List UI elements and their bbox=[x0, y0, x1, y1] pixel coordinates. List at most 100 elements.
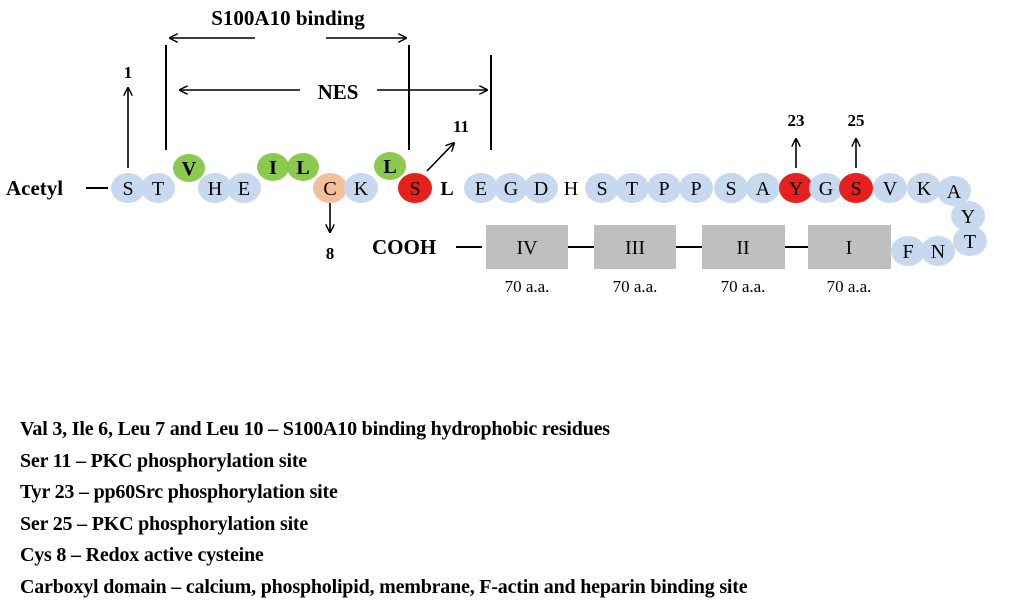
residue-bead bbox=[907, 173, 941, 203]
residue-11: S bbox=[398, 173, 432, 203]
residue-30: T bbox=[953, 226, 987, 256]
residue-8: C bbox=[313, 173, 347, 203]
residue-letter: A bbox=[947, 181, 962, 203]
residue-letter: S bbox=[409, 178, 420, 200]
residue-bead bbox=[111, 173, 145, 203]
legend-item-ser25: Ser 25 – PKC phosphorylation site bbox=[20, 512, 309, 535]
residue-letter: G bbox=[504, 178, 518, 200]
residue-27: K bbox=[907, 173, 941, 203]
residue-bead bbox=[464, 173, 498, 203]
marker-23-label: 23 bbox=[788, 111, 805, 130]
residue-bead bbox=[679, 173, 713, 203]
residue-22: A bbox=[746, 173, 780, 203]
domain-ii-label: II bbox=[736, 237, 749, 259]
residue-bead bbox=[257, 153, 289, 181]
legend-item-carboxyl-domain: Carboxyl domain – calcium, phospholipid,… bbox=[20, 575, 748, 598]
residue-14: G bbox=[494, 173, 528, 203]
residue-letter: S bbox=[850, 178, 861, 200]
residue-letter: T bbox=[626, 178, 638, 200]
nes-label: NES bbox=[318, 80, 359, 104]
legend-item-hydrophobic: Val 3, Ile 6, Leu 7 and Leu 10 – S100A10… bbox=[20, 418, 610, 440]
residue-6: I bbox=[257, 153, 289, 181]
residue-letter: D bbox=[534, 178, 548, 200]
residue-4: H bbox=[198, 173, 232, 203]
domain-ii-length: 70 a.a. bbox=[721, 277, 766, 296]
residue-bead bbox=[953, 226, 987, 256]
residue-bead bbox=[873, 173, 907, 203]
residue-letter: L bbox=[296, 157, 309, 179]
domain-i-label: I bbox=[846, 237, 853, 259]
residue-2: T bbox=[141, 173, 175, 203]
residue-letter: Y bbox=[789, 178, 803, 200]
residue-24: G bbox=[809, 173, 843, 203]
residue-letter: H bbox=[208, 178, 222, 200]
residue-bead bbox=[746, 173, 780, 203]
residue-bead bbox=[585, 173, 619, 203]
residue-bead bbox=[494, 173, 528, 203]
residue-letter: I bbox=[269, 157, 277, 179]
residue-letter: T bbox=[964, 231, 976, 253]
residue-letter: S bbox=[596, 178, 607, 200]
residue-letter: A bbox=[756, 178, 771, 200]
residue-letter: S bbox=[725, 178, 736, 200]
residue-28: A bbox=[937, 176, 971, 206]
domain-iv-box bbox=[486, 225, 568, 269]
residue-letter: S bbox=[122, 178, 133, 200]
residue-23: Y bbox=[779, 173, 813, 203]
position-markers: 1 8 11 23 25 bbox=[124, 63, 865, 263]
residue-bead bbox=[647, 173, 681, 203]
residue-bead bbox=[313, 173, 347, 203]
residue-letter: F bbox=[902, 241, 913, 263]
domain-i-length: 70 a.a. bbox=[827, 277, 872, 296]
residue-bead bbox=[951, 201, 985, 231]
residue-bead bbox=[173, 154, 205, 182]
residue-letter: K bbox=[354, 178, 369, 200]
residue-bead bbox=[891, 236, 925, 266]
carboxyl-domain: IV 70 a.a. III 70 a.a. II 70 a.a. I 70 a… bbox=[486, 225, 891, 296]
residue-bead bbox=[344, 173, 378, 203]
residue-bead bbox=[287, 153, 319, 181]
residue-letter: P bbox=[690, 178, 701, 200]
residue-bead bbox=[937, 176, 971, 206]
residue-16: H bbox=[564, 178, 578, 200]
residue-1: S bbox=[111, 173, 145, 203]
residue-letter: Y bbox=[961, 206, 975, 228]
legend-item-ser11: Ser 11 – PKC phosphorylation site bbox=[20, 449, 307, 472]
residue-29: Y bbox=[951, 201, 985, 231]
residue-letter: L bbox=[440, 178, 453, 200]
residue-12: L bbox=[440, 178, 453, 200]
domain-ii-box bbox=[702, 225, 785, 269]
nes-region: NES bbox=[180, 55, 492, 150]
residue-18: T bbox=[615, 173, 649, 203]
residue-7: L bbox=[287, 153, 319, 181]
domain-iv-label: IV bbox=[516, 237, 538, 259]
residue-letter: C bbox=[323, 178, 336, 200]
residue-bead bbox=[198, 173, 232, 203]
residue-19: P bbox=[647, 173, 681, 203]
residue-13: E bbox=[464, 173, 498, 203]
c-terminus-label: COOH bbox=[372, 235, 436, 259]
residue-bead bbox=[227, 173, 261, 203]
residue-letter: V bbox=[182, 158, 197, 180]
legend-item-cys8: Cys 8 – Redox active cysteine bbox=[20, 544, 264, 566]
residue-25: S bbox=[839, 173, 873, 203]
domain-iv-length: 70 a.a. bbox=[505, 277, 550, 296]
marker-8-label: 8 bbox=[326, 244, 335, 263]
residue-9: K bbox=[344, 173, 378, 203]
residue-21: S bbox=[714, 173, 748, 203]
residue-bead bbox=[714, 173, 748, 203]
residue-bead bbox=[141, 173, 175, 203]
residue-letter: P bbox=[658, 178, 669, 200]
residue-letter: T bbox=[152, 178, 164, 200]
residue-bead bbox=[779, 173, 813, 203]
legend-item-tyr23: Tyr 23 – pp60Src phosphorylation site bbox=[20, 481, 338, 503]
s100a10-binding-label: S100A10 binding bbox=[211, 6, 365, 30]
domain-i-box bbox=[808, 225, 891, 269]
residue-5: E bbox=[227, 173, 261, 203]
residue-letter: E bbox=[238, 178, 250, 200]
legend: Val 3, Ile 6, Leu 7 and Leu 10 – S100A10… bbox=[20, 414, 748, 603]
residue-32: F bbox=[891, 236, 925, 266]
marker-25-label: 25 bbox=[848, 111, 865, 130]
residue-bead bbox=[374, 152, 406, 180]
residue-15: D bbox=[524, 173, 558, 203]
